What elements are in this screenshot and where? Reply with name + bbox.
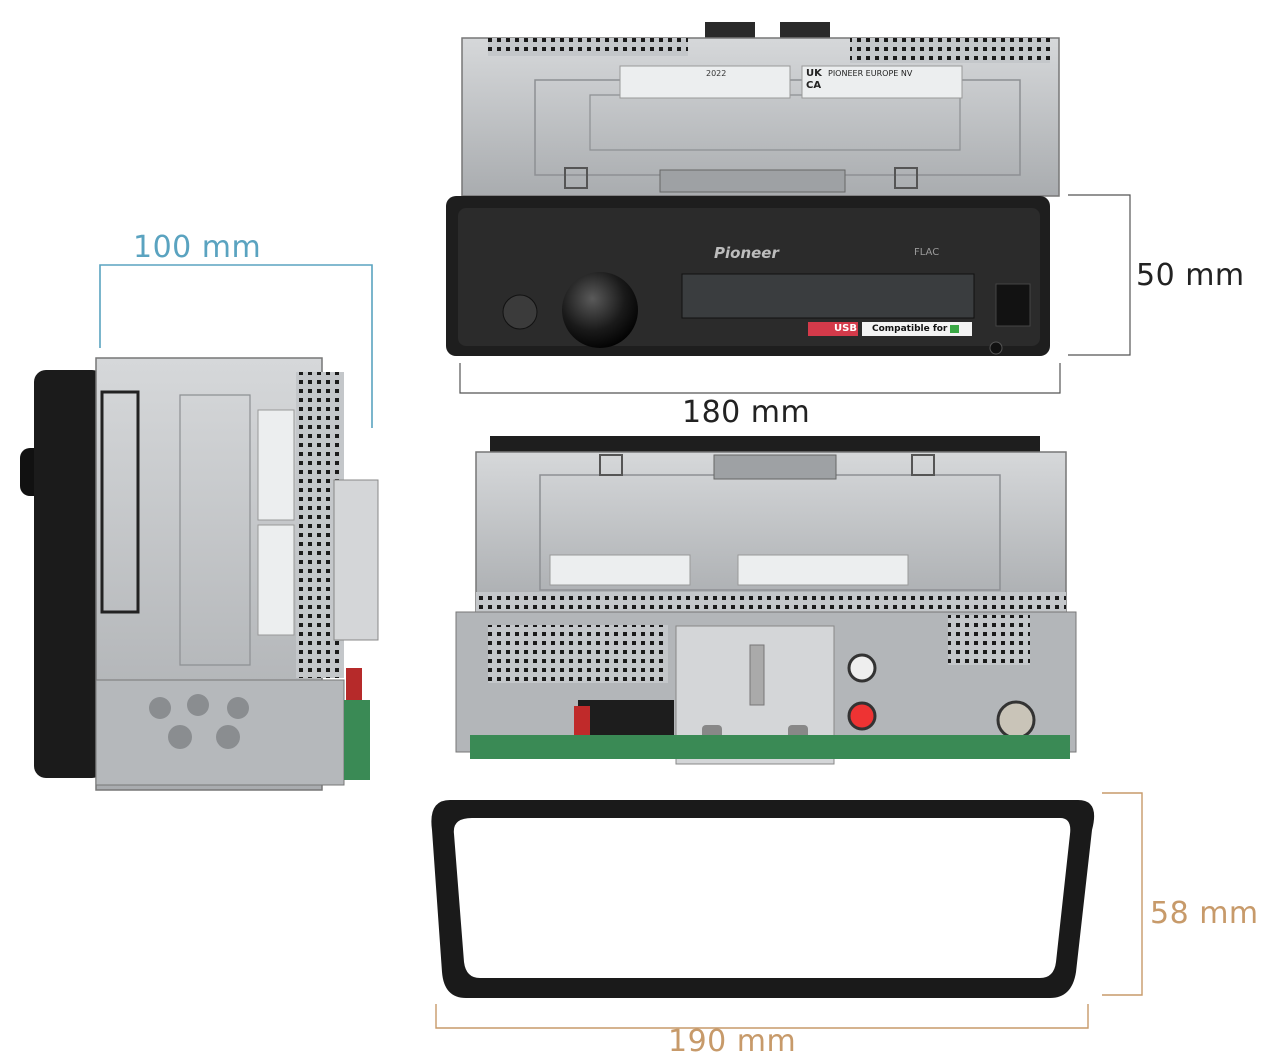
sticker-company: PIONEER EUROPE NV (828, 69, 913, 78)
rca-white (847, 653, 877, 683)
antenna-socket (996, 700, 1036, 740)
compat-badge-bg (862, 322, 972, 336)
frame-height-label: 58 mm (1150, 896, 1259, 931)
usb-badge: USB (834, 323, 857, 334)
sticker-ca: CA (806, 80, 822, 91)
rear-view-unit (455, 436, 1077, 765)
side-view-unit (20, 357, 379, 791)
connector-tab (780, 22, 830, 42)
pioneer-logo: Pioneer (714, 244, 779, 262)
connector-tab (705, 22, 755, 42)
mounting-frame (431, 800, 1095, 998)
frame-width-label: 190 mm (668, 1024, 797, 1059)
side-bracket (333, 479, 379, 641)
sticker-uk: UK (806, 68, 822, 79)
side-depth-label: 100 mm (133, 230, 262, 265)
front-height-label: 50 mm (1136, 258, 1245, 293)
front-dim-lines (459, 194, 1131, 394)
side-faceplate (34, 370, 104, 778)
usb-badge-bg (808, 322, 858, 336)
sticker-year: 2022 (706, 69, 727, 78)
display-window (681, 273, 975, 319)
compatible-badge: Compatible for (872, 324, 948, 334)
frame-dim-lines (435, 792, 1143, 1029)
front-view-unit (446, 22, 1060, 356)
rca-red (847, 701, 877, 731)
side-depth-dim-line (99, 264, 373, 428)
flac-badge: FLAC (914, 247, 940, 258)
front-width-label: 180 mm (682, 395, 811, 430)
usb-port (995, 283, 1031, 327)
volume-knob (562, 272, 638, 348)
